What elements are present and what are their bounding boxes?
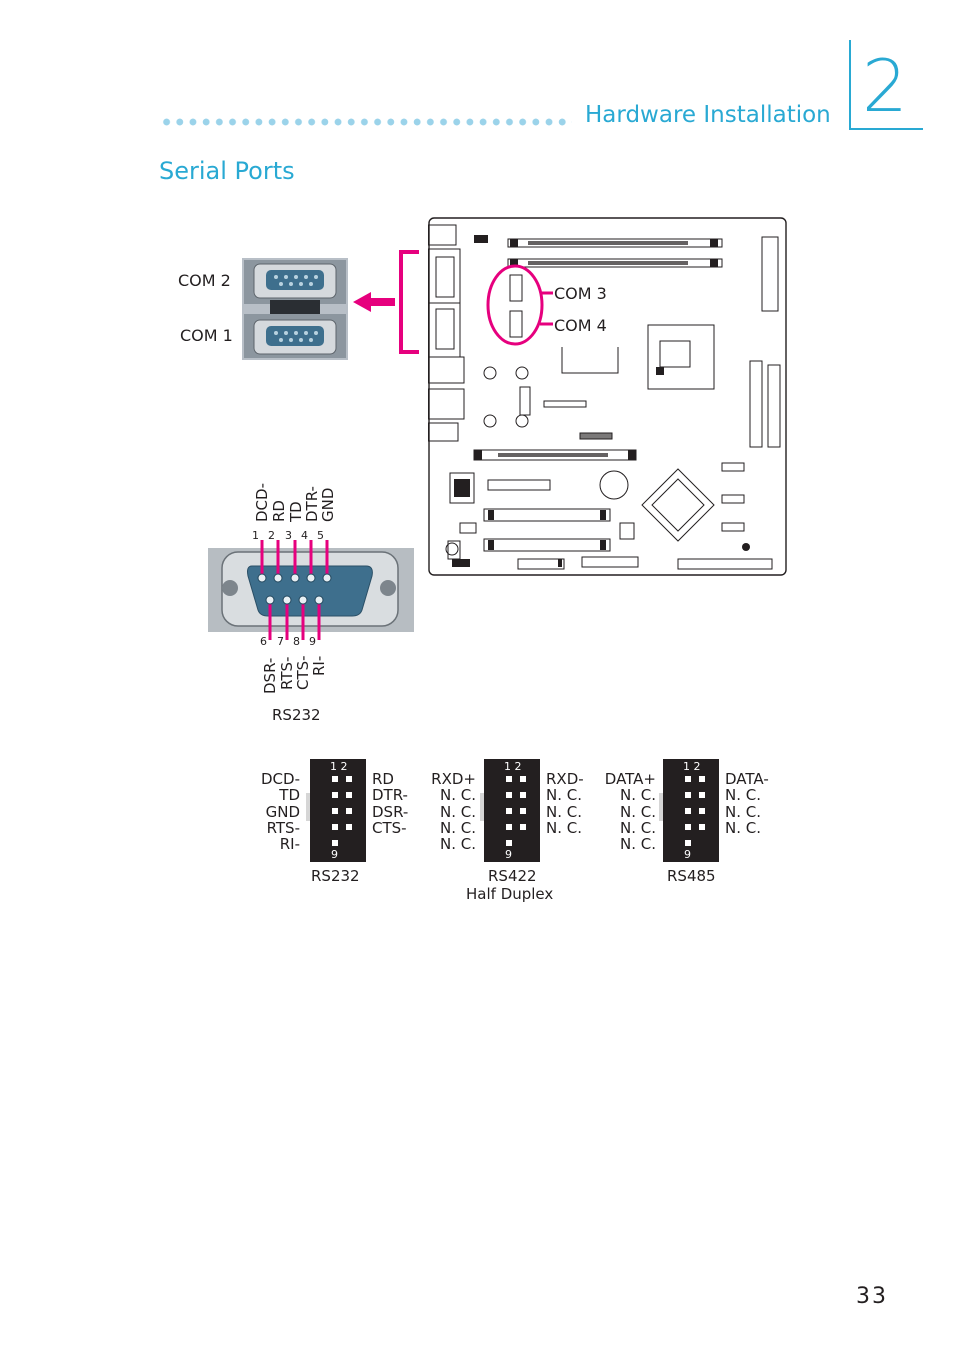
header-pin-top-label: 1 2	[504, 760, 522, 773]
header-pin-top-label: 1 2	[330, 760, 348, 773]
header-right-signals: RD DTR- DSR- CTS-	[372, 770, 409, 837]
header-right-signals: RXD- N. C. N. C. N. C.	[546, 770, 584, 837]
page-title: Serial Ports	[159, 157, 295, 185]
db9-pin-number: 7	[277, 635, 284, 648]
page-number: 33	[856, 1284, 888, 1309]
com4-label: COM 4	[554, 316, 607, 335]
db9-pin-number: 2	[268, 529, 275, 542]
section-title: Hardware Installation	[585, 102, 831, 128]
rear-com-ports-photo	[242, 258, 348, 360]
header-dotted-rule	[160, 116, 572, 128]
db9-signal-label: RD	[270, 500, 288, 522]
header-caption: RS485	[667, 867, 716, 885]
header-caption: RS422	[488, 867, 537, 885]
header-left-signals: RXD+ N. C. N. C. N. C. N. C.	[431, 770, 476, 854]
db9-caption: RS232	[272, 706, 321, 724]
header-caption: RS232	[311, 867, 360, 885]
header-pin-top-label: 1 2	[683, 760, 701, 773]
header-pin-bottom-label: 9	[505, 848, 512, 861]
com1-label: COM 1	[180, 326, 233, 345]
com3-com4-highlight	[486, 264, 553, 346]
db9-connector	[208, 540, 414, 640]
com2-label: COM 2	[178, 271, 231, 290]
chapter-number: 2	[862, 44, 908, 128]
rs232-header-diagram	[306, 759, 366, 862]
db9-pin-number: 3	[285, 529, 292, 542]
rear-port-pointer	[353, 250, 419, 354]
db9-signal-label: GND	[319, 487, 337, 522]
db9-signal-label: DCD-	[253, 483, 271, 522]
db9-signal-label: DTR-	[303, 486, 321, 522]
db9-signal-label: TD	[287, 501, 305, 522]
motherboard-diagram	[428, 217, 787, 576]
com3-label: COM 3	[554, 284, 607, 303]
db9-pin-number: 1	[252, 529, 259, 542]
header-right-signals: DATA- N. C. N. C. N. C.	[725, 770, 769, 837]
rs422-header-diagram	[480, 759, 540, 862]
db9-pin-number: 4	[301, 529, 308, 542]
db9-pin-number: 5	[317, 529, 324, 542]
db9-pin-number: 6	[260, 635, 267, 648]
db9-signal-label: DSR-	[261, 657, 279, 694]
rs485-header-diagram	[659, 759, 719, 862]
chapter-frame-line	[849, 128, 923, 130]
db9-signal-label: RTS-	[278, 656, 296, 690]
db9-signal-label: RI-	[310, 655, 328, 676]
header-left-signals: DATA+ N. C. N. C. N. C. N. C.	[604, 770, 656, 854]
chapter-frame-line	[849, 40, 851, 130]
header-pin-bottom-label: 9	[331, 848, 338, 861]
header-subcaption: Half Duplex	[466, 885, 554, 903]
db9-signal-label: CTS-	[294, 655, 312, 690]
header-left-signals: DCD- TD GND RTS- RI-	[261, 770, 300, 854]
db9-pin-number: 8	[293, 635, 300, 648]
db9-pin-number: 9	[309, 635, 316, 648]
header-pin-bottom-label: 9	[684, 848, 691, 861]
